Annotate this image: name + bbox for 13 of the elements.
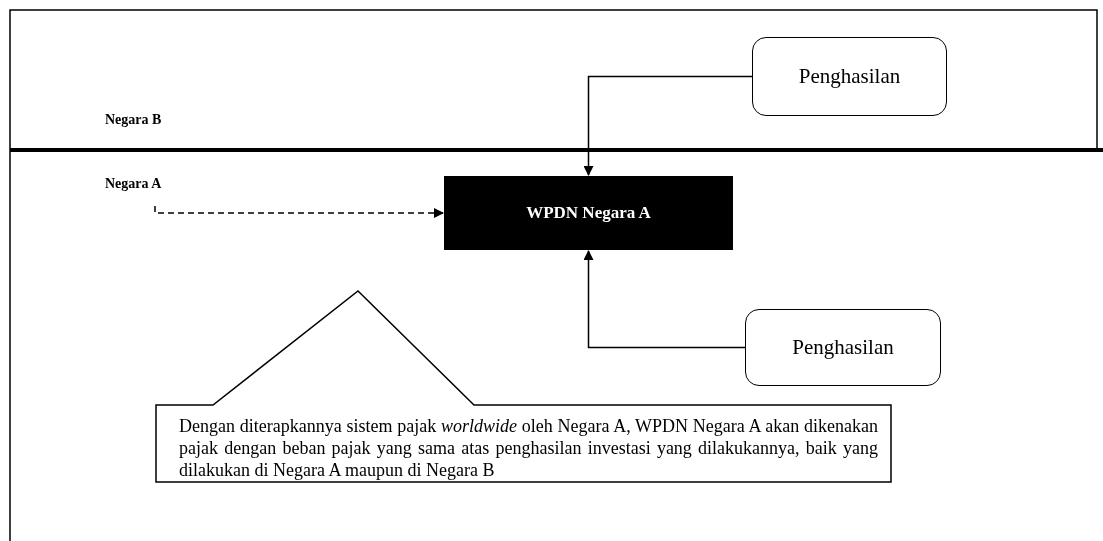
process-box	[752, 37, 947, 116]
box-text: Penghasilan	[792, 335, 894, 360]
callout-text: Dengan diterapkannya sistem pajak worldwide oleh Negara A, WPDN Negara A akan dikenakan pajak dengan beban pajak yang sama atas penghasilan investasi yang dilakukannya, baik yang dilakukan di Negara A maupun di Negara B	[179, 415, 878, 481]
arrow	[583, 75, 753, 176]
region-label: Negara B	[105, 112, 162, 128]
box-text: Penghasilan	[798, 64, 901, 89]
process-box	[745, 309, 941, 386]
callout-box	[155, 290, 892, 483]
region-label: Negara A	[105, 176, 162, 192]
box-text: WPDN Negara A	[526, 203, 651, 223]
taxpayer-box	[444, 176, 733, 250]
arrow	[583, 250, 746, 349]
arrow	[154, 205, 444, 218]
